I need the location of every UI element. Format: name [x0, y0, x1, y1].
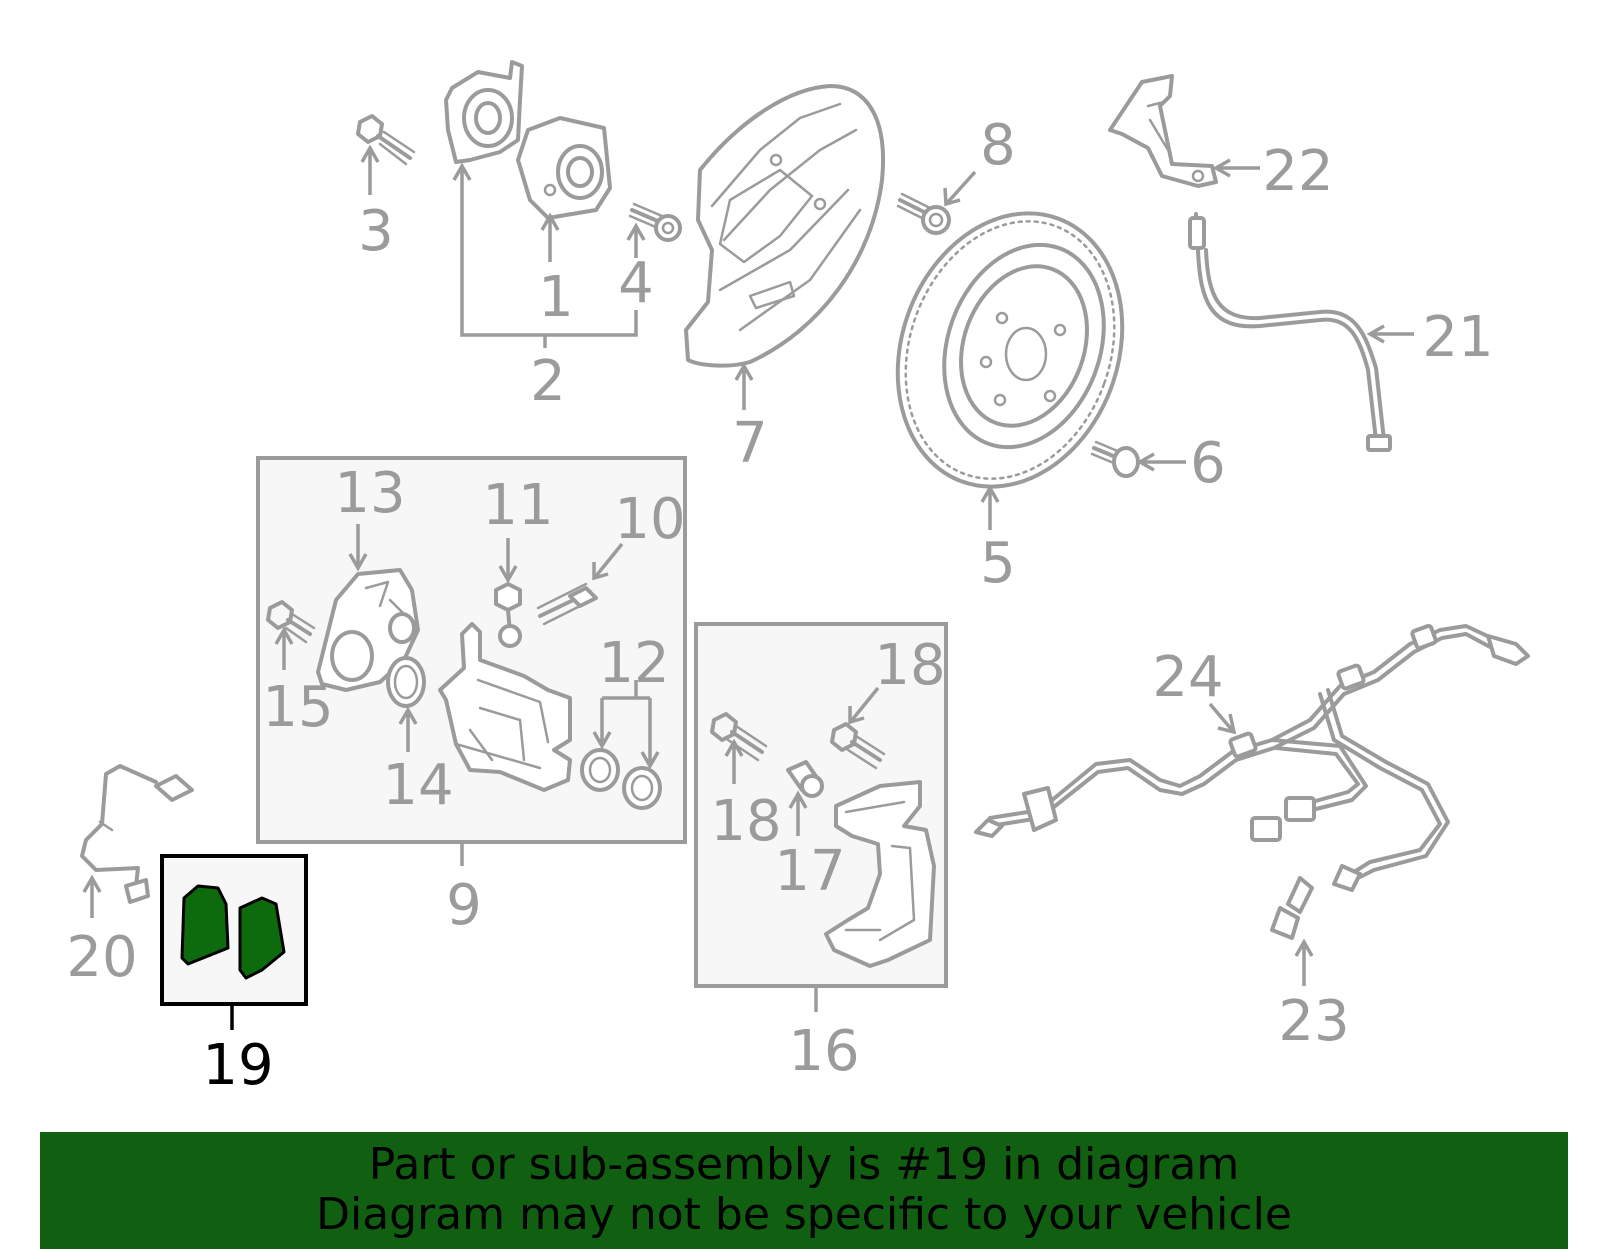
leader-3: [360, 144, 380, 195]
callout-10: 10: [614, 487, 685, 552]
leader-22: [1212, 158, 1260, 178]
banner-line-2: Diagram may not be specific to your vehi…: [316, 1189, 1292, 1240]
callout-2: 2: [530, 349, 566, 414]
part-9-caliper-bracket[interactable]: [438, 622, 572, 792]
leader-8: [943, 170, 977, 207]
part-20-wear-sensor[interactable]: [80, 764, 194, 904]
leader-17: [788, 790, 808, 836]
callout-15: 15: [262, 675, 333, 740]
callout-24: 24: [1152, 645, 1223, 710]
callout-22: 22: [1262, 139, 1333, 204]
callout-16: 16: [788, 1019, 859, 1084]
leader-20: [82, 874, 102, 918]
callout-12: 12: [598, 631, 669, 696]
part-23-connector[interactable]: [1270, 876, 1314, 940]
part-4-bolt[interactable]: [628, 202, 682, 242]
leader-23: [1294, 938, 1314, 986]
part-13-caliper-housing[interactable]: [316, 568, 420, 692]
part-2-hub-housing[interactable]: [444, 60, 524, 164]
callout-13: 13: [334, 461, 405, 526]
leader-4: [626, 222, 646, 258]
callout-21: 21: [1422, 305, 1493, 370]
leader-1: [540, 212, 560, 262]
part-3-bolt[interactable]: [356, 114, 416, 166]
part-21-brake-line[interactable]: [1188, 212, 1392, 452]
callout-18-right: 18: [874, 633, 945, 698]
callout-8: 8: [980, 113, 1016, 178]
part-12-piston-seals[interactable]: [580, 748, 662, 810]
part-1-wheel-hub[interactable]: [516, 116, 612, 220]
leader-15: [274, 626, 294, 670]
part-17-bushing[interactable]: [786, 760, 824, 798]
leader-12: [592, 680, 660, 770]
part-22-bracket[interactable]: [1108, 74, 1218, 188]
callout-4: 4: [618, 251, 654, 316]
part-19-brake-pads[interactable]: [180, 884, 286, 980]
leader-21: [1366, 324, 1414, 344]
leader-6: [1136, 452, 1186, 472]
callout-7: 7: [732, 411, 768, 476]
leader-7: [734, 362, 754, 410]
callout-1: 1: [538, 265, 574, 330]
leader-14: [398, 706, 418, 752]
leader-24: [1208, 702, 1237, 735]
part-15-bolt[interactable]: [266, 600, 316, 644]
banner-line-1: Part or sub-assembly is #19 in diagram: [368, 1139, 1240, 1190]
callout-18-left: 18: [710, 789, 781, 854]
part-14-seal-ring[interactable]: [386, 656, 426, 708]
callout-11: 11: [482, 473, 553, 538]
part-7-splash-shield[interactable]: [684, 84, 885, 368]
part-24-wiring-harness[interactable]: [974, 623, 1530, 892]
part-6-screw[interactable]: [1090, 440, 1140, 478]
callout-6: 6: [1190, 431, 1226, 496]
callout-9: 9: [446, 873, 482, 938]
leader-10: [592, 542, 624, 581]
info-banner: Part or sub-assembly is #19 in diagram D…: [40, 1132, 1568, 1249]
leader-11: [498, 538, 518, 584]
part-16-caliper-carrier[interactable]: [824, 780, 936, 968]
part-5-brake-rotor[interactable]: [861, 182, 1160, 519]
leader-13: [348, 524, 368, 572]
leader-2: [452, 162, 638, 348]
callout-19: 19: [202, 1033, 273, 1098]
callout-20: 20: [66, 925, 137, 990]
part-10-guide-bolt[interactable]: [536, 582, 598, 626]
callout-5: 5: [980, 531, 1016, 596]
leader-18a: [724, 738, 744, 784]
callout-3: 3: [358, 199, 394, 264]
leader-18b: [848, 686, 880, 725]
part-8-bolt[interactable]: [896, 192, 951, 235]
callout-14: 14: [382, 753, 453, 818]
callout-23: 23: [1278, 989, 1349, 1054]
part-18-bolt-right[interactable]: [830, 722, 886, 770]
part-11-bleeder-valve[interactable]: [494, 582, 522, 648]
callout-17: 17: [774, 839, 845, 904]
leader-5: [980, 484, 1000, 530]
